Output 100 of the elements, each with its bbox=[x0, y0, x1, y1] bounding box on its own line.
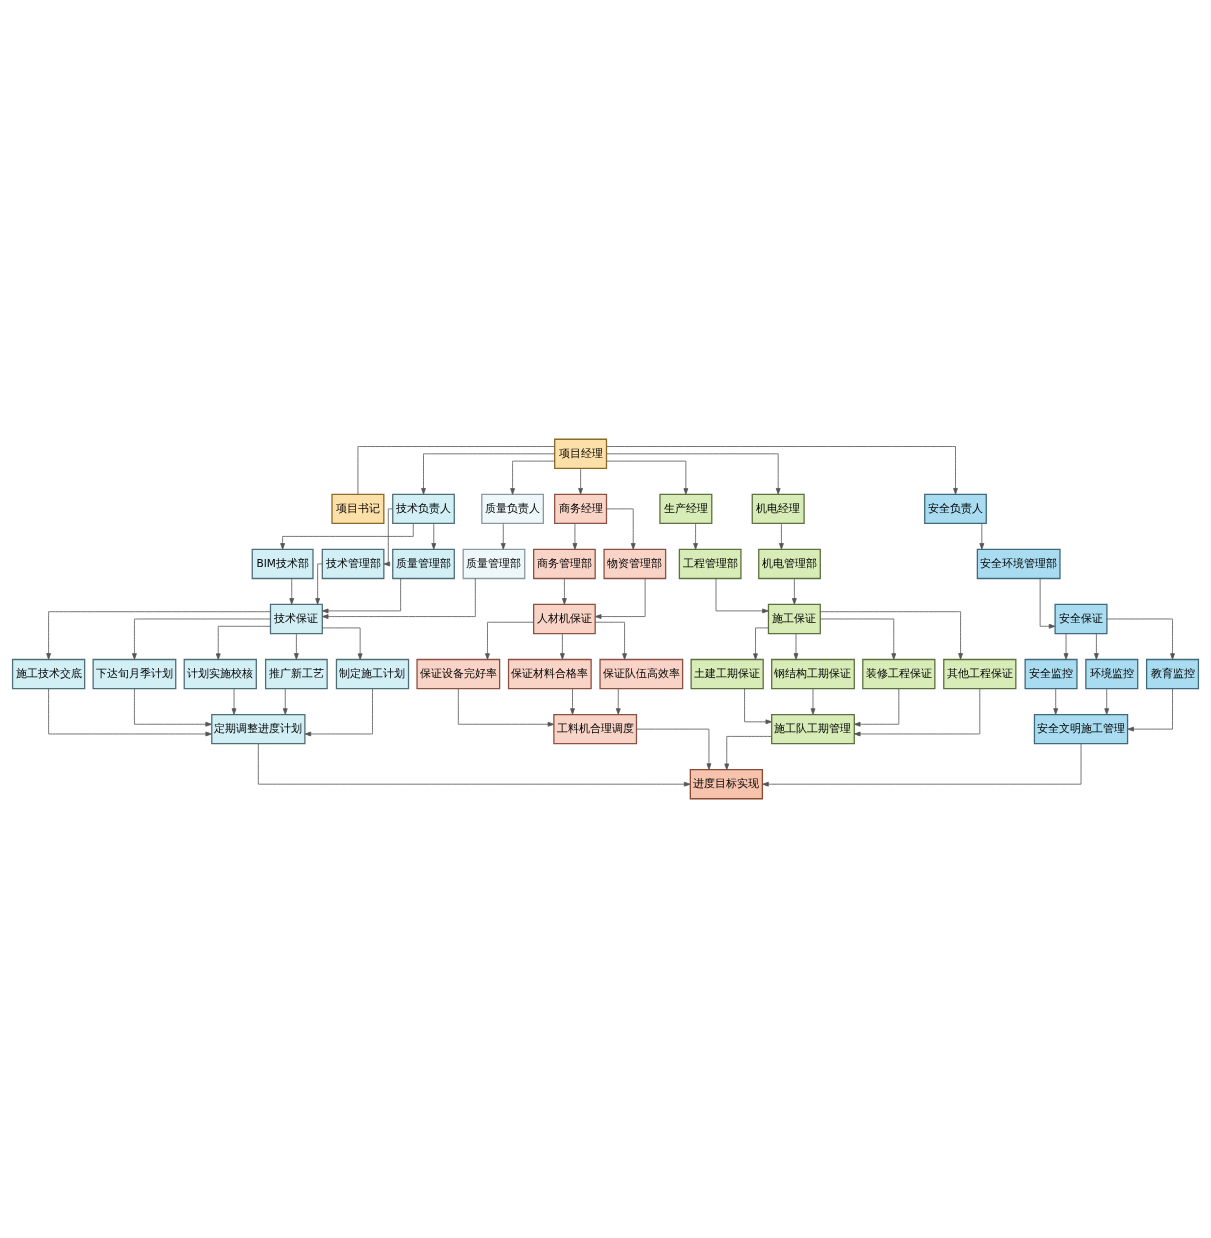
node-box: 安全监控 bbox=[1024, 658, 1078, 690]
node-box: 质量管理部 bbox=[392, 548, 455, 580]
arrow bbox=[779, 523, 784, 550]
node-box: 质量管理部 bbox=[462, 548, 526, 580]
node-box: 钢结构工期保证 bbox=[771, 658, 855, 690]
arrow bbox=[294, 633, 299, 660]
arrow bbox=[606, 446, 958, 495]
node-box: 定期调整进度计划 bbox=[211, 713, 306, 745]
arrow bbox=[134, 688, 212, 727]
arrow bbox=[1106, 618, 1175, 660]
arrow bbox=[1104, 688, 1110, 715]
node-box: 项目经理 bbox=[554, 438, 608, 470]
arrow bbox=[289, 578, 295, 605]
node-box: 计划实施校核 bbox=[183, 658, 257, 690]
node-box: 安全文明施工管理 bbox=[1033, 713, 1129, 745]
node-box: 工程管理部 bbox=[678, 548, 742, 580]
arrow bbox=[762, 743, 1082, 787]
node-box: 其他工程保证 bbox=[943, 658, 1017, 690]
arrow bbox=[421, 453, 556, 495]
node-box: 商务管理部 bbox=[533, 548, 596, 580]
arrow bbox=[715, 578, 769, 614]
arrow bbox=[594, 621, 627, 660]
node-box: 保证材料合格率 bbox=[507, 658, 592, 690]
arrow bbox=[510, 460, 555, 495]
arrow bbox=[280, 523, 414, 550]
node-box: 装修工程保证 bbox=[862, 658, 936, 690]
arrow bbox=[570, 688, 575, 715]
arrow bbox=[1053, 688, 1059, 715]
node-box: 商务经理 bbox=[554, 493, 608, 525]
arrow bbox=[321, 627, 363, 660]
node-box: 安全环境管理部 bbox=[976, 548, 1061, 580]
node-box: 人材机保证 bbox=[533, 603, 596, 635]
arrow bbox=[636, 728, 712, 770]
arrow bbox=[820, 618, 897, 660]
arrow bbox=[1127, 688, 1173, 732]
arrow bbox=[854, 688, 900, 727]
arrow bbox=[594, 578, 646, 619]
arrow bbox=[724, 736, 773, 770]
arrow bbox=[257, 743, 691, 787]
arrow bbox=[562, 578, 567, 605]
node-box: 质量负责人 bbox=[481, 493, 544, 525]
arrow bbox=[1094, 633, 1099, 660]
arrow bbox=[383, 508, 393, 567]
arrow bbox=[485, 621, 534, 660]
arrow bbox=[606, 508, 636, 550]
node-box: 推广新工艺 bbox=[264, 658, 328, 690]
node-box: BIM技术部 bbox=[251, 548, 314, 580]
arrow bbox=[560, 633, 565, 660]
node-box: 安全保证 bbox=[1054, 603, 1108, 635]
arrow bbox=[615, 688, 621, 715]
arrow bbox=[322, 578, 476, 619]
node-box: 机电管理部 bbox=[758, 548, 821, 580]
node-box: 环境监控 bbox=[1085, 658, 1139, 690]
node-box: 项目书记 bbox=[331, 493, 385, 525]
node-box: 教育监控 bbox=[1145, 658, 1200, 690]
arrow bbox=[282, 688, 288, 715]
arrow bbox=[854, 688, 981, 737]
arrow bbox=[48, 688, 212, 737]
arrow bbox=[304, 688, 373, 737]
arrow bbox=[215, 625, 271, 660]
arrow bbox=[1039, 578, 1056, 629]
arrow bbox=[132, 618, 271, 660]
arrow bbox=[322, 578, 402, 614]
arrow bbox=[606, 460, 689, 495]
node-box: 工料机合理调度 bbox=[553, 713, 638, 745]
node-box: 物资管理部 bbox=[603, 548, 667, 580]
node-box: 施工技术交底 bbox=[11, 658, 86, 690]
arrow bbox=[693, 523, 698, 550]
node-box: 技术管理部 bbox=[321, 548, 385, 580]
node-box: 机电经理 bbox=[751, 493, 805, 525]
arrow bbox=[500, 523, 506, 550]
node-box: 保证设备完好率 bbox=[416, 658, 501, 690]
arrow bbox=[457, 688, 555, 727]
arrow bbox=[431, 523, 437, 550]
arrow bbox=[819, 611, 963, 660]
arrow bbox=[606, 453, 781, 495]
arrow bbox=[793, 633, 799, 660]
arrow bbox=[1063, 633, 1069, 660]
node-box: 安全负责人 bbox=[924, 493, 987, 525]
node-box: 施工队工期管理 bbox=[771, 713, 855, 745]
node-box: 生产经理 bbox=[659, 493, 713, 525]
arrow bbox=[46, 611, 271, 660]
node-box: 土建工期保证 bbox=[690, 658, 764, 690]
node-box: 保证队伍高效率 bbox=[599, 658, 684, 690]
arrow bbox=[231, 688, 237, 715]
arrow bbox=[810, 688, 816, 715]
node-box: 技术保证 bbox=[269, 603, 323, 635]
node-box: 施工保证 bbox=[767, 603, 821, 635]
node-box: 技术负责人 bbox=[392, 493, 455, 525]
node-box: 制定施工计划 bbox=[335, 658, 410, 690]
arrow bbox=[315, 563, 323, 605]
node-box: 下达旬月季计划 bbox=[92, 658, 177, 690]
connector bbox=[357, 446, 556, 495]
node-box: 进度目标实现 bbox=[689, 768, 764, 800]
arrow bbox=[572, 523, 578, 550]
arrow bbox=[744, 688, 773, 725]
arrow bbox=[753, 627, 769, 660]
arrow bbox=[792, 578, 797, 605]
arrow bbox=[979, 523, 985, 550]
arrow bbox=[578, 468, 583, 495]
